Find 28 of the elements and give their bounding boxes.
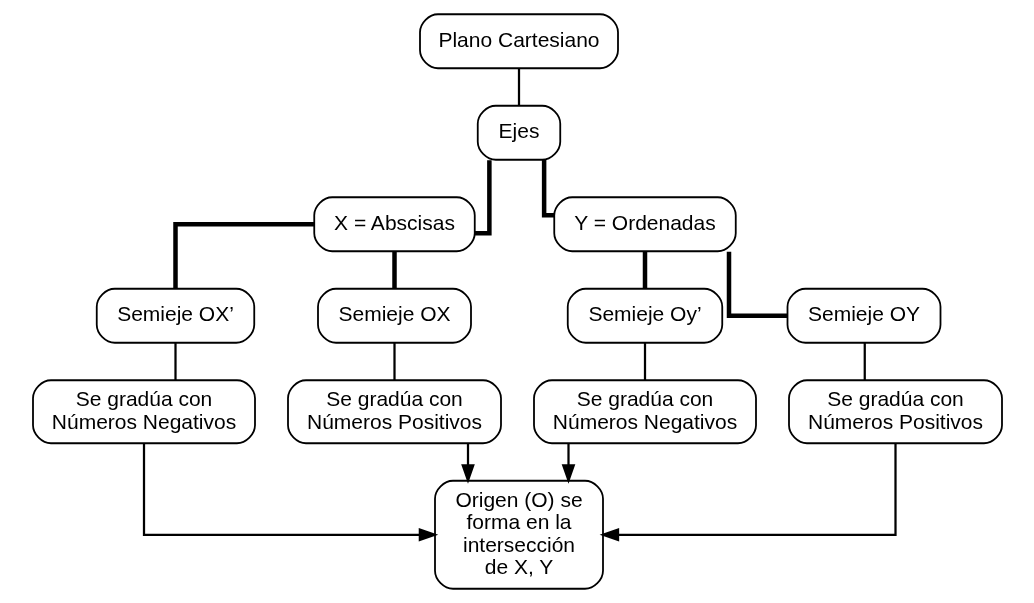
node-box: Origen (O) se forma en la intersección de X, Y: [433, 479, 604, 590]
node-box: Y = Ordenadas: [552, 196, 737, 253]
connector: [863, 343, 866, 380]
node-box: Ejes: [476, 104, 561, 161]
connector: [726, 251, 787, 318]
arrow: [142, 443, 438, 542]
node-box: Semieje Oy’: [566, 287, 723, 344]
connector: [392, 343, 396, 380]
node-box: Se gradúa con Números Negativos: [532, 379, 757, 445]
node-box: Semieje OY: [786, 287, 941, 344]
arrow: [561, 443, 575, 484]
connector: [517, 68, 520, 106]
arrow: [599, 443, 897, 542]
connector: [173, 343, 177, 380]
connector: [642, 251, 647, 289]
connector: [643, 343, 646, 380]
node-box: X = Abscisas: [312, 196, 476, 253]
node-box: Se gradúa con Números Positivos: [787, 379, 1003, 445]
connector: [474, 160, 492, 236]
node-box: Se gradúa con Números Negativos: [31, 379, 256, 445]
node-box: Se gradúa con Números Positivos: [286, 379, 502, 445]
connector: [391, 251, 397, 289]
node-box: Plano Cartesiano: [418, 13, 619, 70]
connector: [172, 222, 314, 289]
node-box: Semieje OX: [316, 287, 472, 344]
arrow: [460, 443, 475, 484]
node-box: Semieje OX’: [95, 287, 255, 344]
connector: [541, 159, 554, 218]
